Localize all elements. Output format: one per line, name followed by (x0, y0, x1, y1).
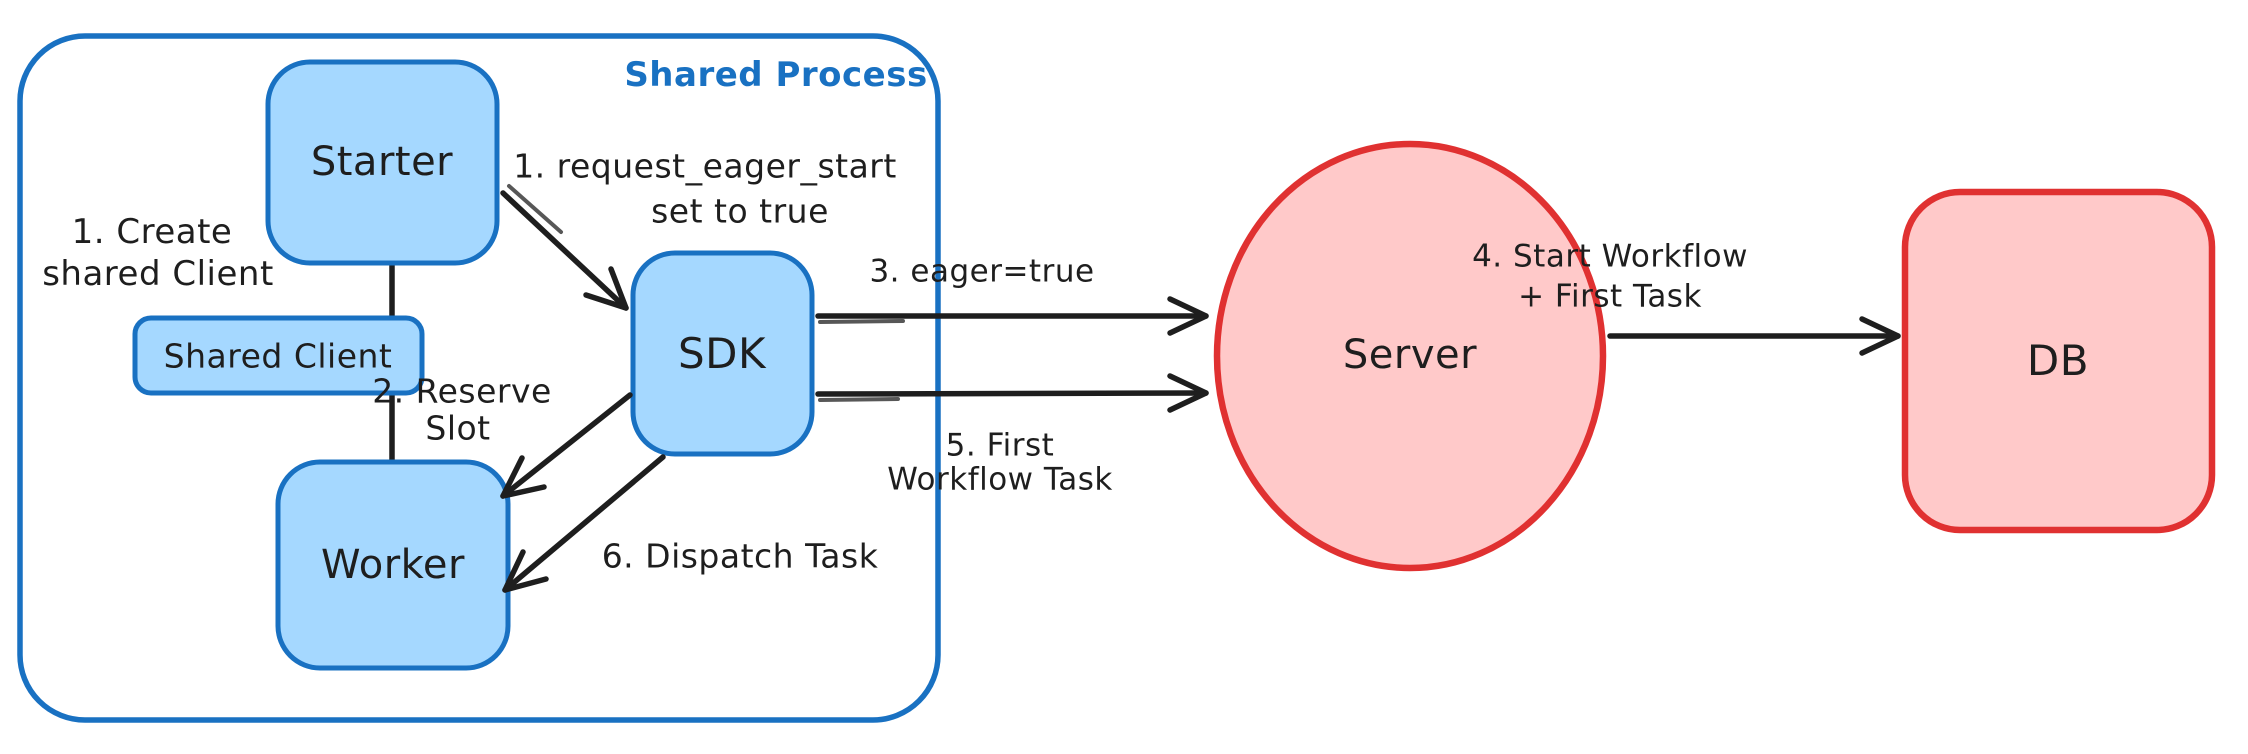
arrow-dispatch-task-head (502, 549, 549, 593)
annotation-reserve-slot-line1: 2. Reserve (372, 371, 552, 411)
arrow-dispatch-task-line (502, 454, 666, 593)
arrow-eager-true-head (1167, 296, 1209, 336)
server-node-label: Server (1342, 332, 1478, 378)
annotation-start-workflow-line1: 4. Start Workflow (1472, 238, 1748, 275)
annotation-request-eager-start-line1: 1. request_eager_start (513, 146, 897, 186)
arrow-eager-true-sketch (818, 319, 905, 324)
shared-process-frame (17, 33, 941, 723)
annotation-start-workflow-line2: + First Task (1518, 278, 1702, 315)
shared-client-node-label: Shared Client (163, 336, 393, 376)
worker-node-label: Worker (321, 542, 465, 588)
server-node (1213, 140, 1607, 572)
annotation-create-shared-client-line1: 1. Create (71, 212, 233, 252)
worker-node (275, 459, 511, 671)
db-node-label: DB (2026, 336, 2090, 385)
arrow-first-workflow-task-sketch (818, 397, 900, 402)
arrow-request-eager-start-line (500, 190, 629, 311)
db-node (1901, 188, 2216, 534)
arrow-reserve-slot-head (500, 455, 547, 499)
arrow-eager-true (815, 296, 1209, 336)
arrow-request-eager-start-head (583, 266, 629, 311)
annotation-eager-true: 3. eager=true (869, 253, 1095, 290)
arrow-first-workflow-task (815, 373, 1209, 413)
arrow-dispatch-task (502, 454, 666, 593)
arrow-start-workflow-head (1859, 316, 1901, 356)
arrow-reserve-slot (500, 392, 633, 499)
annotation-reserve-slot-line2: Slot (425, 408, 491, 448)
arrow-start-workflow (1607, 316, 1901, 356)
annotation-first-workflow-task-line1: 5. First (945, 427, 1055, 464)
annotation-request-eager-start-line2: set to true (651, 191, 829, 231)
sdk-node-label: SDK (677, 329, 767, 378)
annotation-dispatch-task: 6. Dispatch Task (601, 536, 879, 576)
starter-node-label: Starter (310, 139, 454, 185)
annotation-create-shared-client-line2: shared Client (42, 254, 274, 294)
shared-client-node (132, 315, 425, 396)
arrow-request-eager-start (500, 184, 629, 311)
arrow-first-workflow-task-line (815, 390, 1209, 397)
annotation-first-workflow-task-line2: Workflow Task (887, 461, 1113, 498)
arrow-first-workflow-task-head (1167, 373, 1209, 413)
starter-node (265, 59, 500, 266)
sdk-node (630, 250, 815, 457)
arrow-reserve-slot-line (500, 392, 633, 499)
shared-process-label: Shared Process (624, 55, 928, 95)
arrow-request-eager-start-sketch (507, 184, 563, 234)
